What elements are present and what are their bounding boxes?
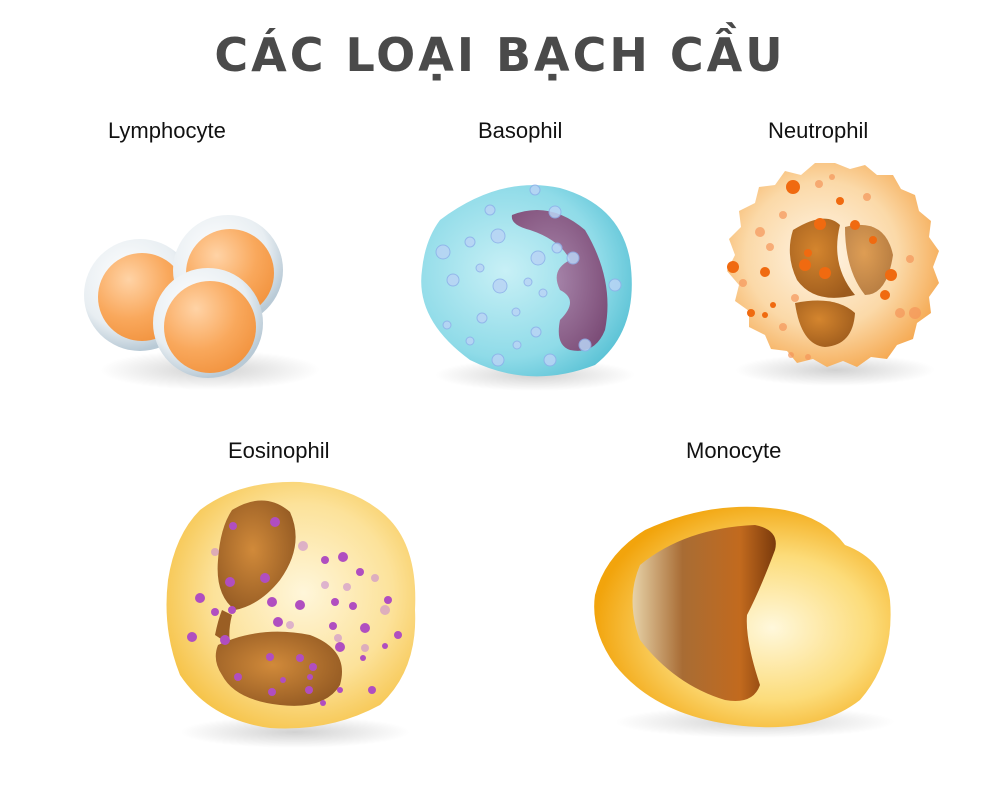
lymphocyte-illustration [70, 195, 320, 395]
label-lymphocyte: Lymphocyte [108, 118, 226, 143]
label-basophil: Basophil [478, 118, 563, 143]
neutrophil-illustration [715, 155, 955, 390]
label-neutrophil: Neutrophil [768, 118, 869, 143]
eosinophil-illustration [160, 470, 430, 750]
label-monocyte: Monocyte [686, 438, 782, 463]
monocyte-illustration [585, 490, 905, 740]
label-eosinophil: Eosinophil [228, 438, 330, 463]
page-title: CÁC LOẠI BẠCH CẦU [214, 28, 786, 82]
basophil-illustration [410, 170, 650, 400]
